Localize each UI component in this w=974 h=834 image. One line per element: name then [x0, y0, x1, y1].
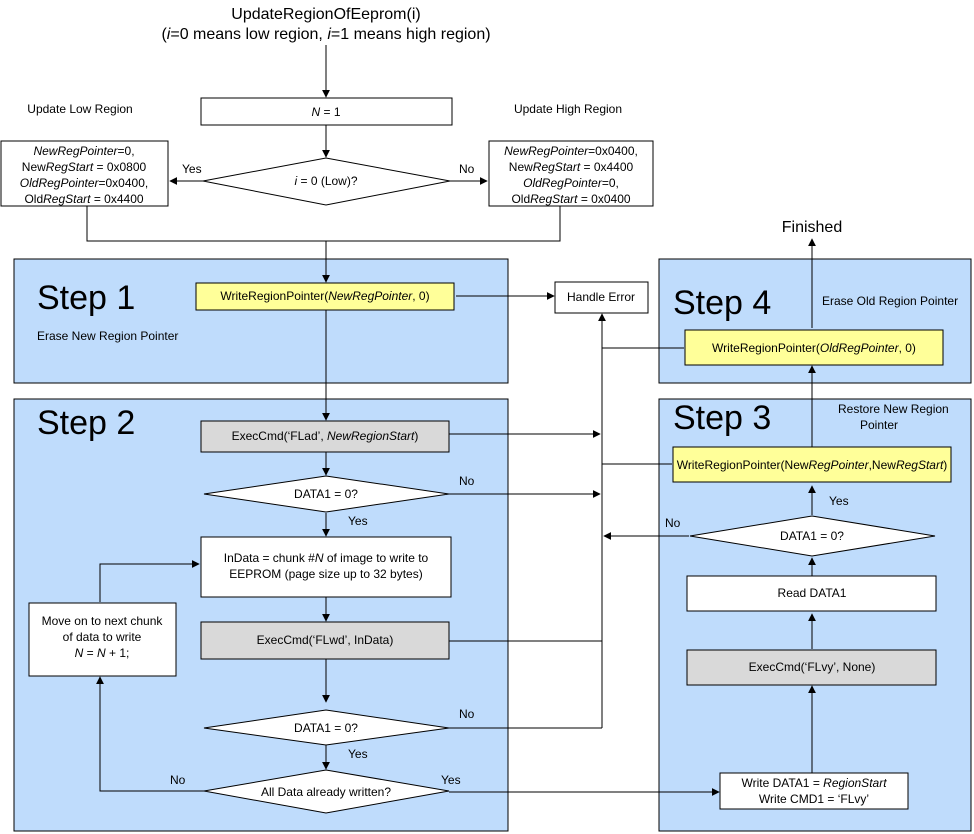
- high-assign-box: [488, 140, 654, 207]
- edge-label-no-b: No: [459, 707, 475, 721]
- write-new-ptr-box: [195, 282, 455, 311]
- edge-label-no-high: No: [459, 162, 475, 176]
- exec-flad-label: ExecCmd(‘FLad’, NewRegionStart): [232, 429, 419, 443]
- write-new-ptr-label: WriteRegionPointer(NewRegPointer, 0): [220, 289, 429, 303]
- step3-title: Step 3: [673, 399, 771, 437]
- data1-check-a-label: DATA1 = 0?: [294, 487, 358, 501]
- write-data1-box: [719, 772, 909, 810]
- read-data1-box: [686, 575, 937, 612]
- edge-label-yes-c: Yes: [829, 494, 849, 508]
- edge-label-yes-all: Yes: [441, 773, 461, 787]
- step3-caption-line1: Restore New Region: [838, 402, 949, 416]
- edge-all-written-no: [96, 676, 204, 792]
- exec-flwd-box: [200, 621, 450, 660]
- edge-label-no-all: No: [170, 773, 186, 787]
- low-assign-box: [0, 140, 169, 207]
- exec-flvy-label: ExecCmd(‘FLvy’, None): [749, 660, 876, 674]
- step3-caption-line2: Pointer: [860, 418, 898, 432]
- step1-title: Step 1: [37, 279, 135, 317]
- write-restore-ptr-label: WriteRegionPointer(NewRegPointer,NewRegS…: [677, 458, 948, 472]
- exec-flad-box: [200, 420, 450, 453]
- next-chunk-box: [28, 602, 177, 677]
- data1-check-c-diamond: [689, 515, 936, 557]
- all-written-label: All Data already written?: [261, 785, 391, 799]
- edge-label-yes-b: Yes: [348, 747, 368, 761]
- edge-next-chunk-to-indata: [99, 560, 200, 602]
- step4-caption: Erase Old Region Pointer: [822, 294, 958, 308]
- step2-title: Step 2: [37, 404, 135, 442]
- n-init-box: [200, 97, 453, 126]
- label-update-high-region: Update High Region: [514, 102, 622, 116]
- edge-label-yes-low: Yes: [182, 162, 202, 176]
- edge-label-no-a: No: [459, 474, 475, 488]
- data1-check-c-label: DATA1 = 0?: [780, 529, 844, 543]
- exec-flwd-label: ExecCmd(‘FLwd’, InData): [257, 633, 394, 647]
- edge-label-no-c: No: [665, 516, 681, 530]
- data1-check-b-label: DATA1 = 0?: [294, 721, 358, 735]
- handle-error-label: Handle Error: [567, 290, 635, 304]
- edges: [86, 45, 816, 796]
- step1-caption: Erase New Region Pointer: [37, 329, 178, 343]
- handle-error-box: [554, 281, 649, 314]
- exec-flvy-box: [686, 649, 937, 686]
- label-update-low-region: Update Low Region: [27, 102, 132, 116]
- read-data1-label: Read DATA1: [778, 586, 847, 600]
- diagram-title: UpdateRegionOfEeprom(i): [231, 6, 420, 23]
- all-written-diamond: [203, 769, 450, 814]
- indata-box: [200, 536, 452, 598]
- write-restore-ptr-box: [672, 446, 952, 483]
- data1-check-a-diamond: [203, 475, 450, 513]
- edge-merge-branches: [86, 206, 561, 242]
- edge-flwd-to-error: [449, 640, 603, 643]
- write-old-ptr-box: [684, 329, 944, 366]
- i-check-diamond: [202, 157, 451, 206]
- label-finished: Finished: [782, 219, 842, 236]
- step4-title: Step 4: [673, 284, 771, 322]
- high-assign-label: NewRegPointer=0x0400,NewRegStart = 0x440…: [504, 144, 638, 206]
- n-init-label: N = 1: [311, 105, 340, 119]
- write-old-ptr-label: WriteRegionPointer(OldRegPointer, 0): [712, 341, 916, 355]
- i-check-label: i = 0 (Low)?: [294, 174, 357, 188]
- data1-check-b-diamond: [203, 709, 450, 746]
- edge-label-yes-a: Yes: [348, 514, 368, 528]
- step1-panel: [13, 258, 509, 384]
- diagram-subtitle: (i=0 means low region, i=1 means high re…: [161, 26, 490, 43]
